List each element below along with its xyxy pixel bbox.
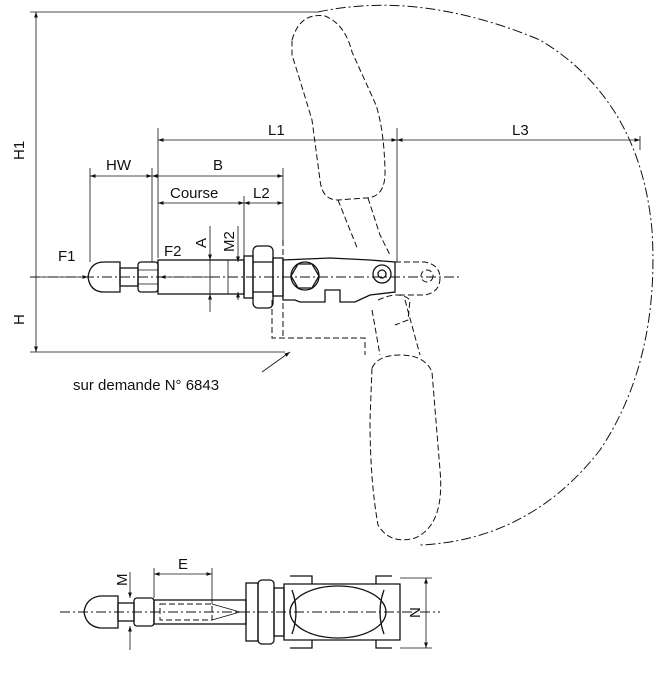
spindle-tip-bottom [83,595,119,629]
label-h: H [11,314,28,325]
label-hw: HW [106,157,132,174]
label-m: M [114,574,131,587]
handle-swing-arc [317,4,654,546]
spindle-tip [87,261,121,293]
label-a: A [193,238,210,248]
label-b: B [213,157,223,174]
label-m2: M2 [221,231,238,252]
handle-grip-top-view [289,585,387,639]
base-plate-outline [271,300,366,355]
hex-nut [290,263,320,289]
label-n: N [407,607,424,618]
label-l2: L2 [253,185,270,202]
note-sur-demande: sur demande N° 6843 [73,377,219,394]
linkage-arm [282,257,396,303]
label-f2: F2 [164,243,182,260]
handle-raised-outline [291,15,386,201]
label-e: E [178,556,188,573]
clamp-body-top-view [283,583,401,641]
label-h1: H1 [11,141,28,160]
label-l3: L3 [512,122,529,139]
label-f1: F1 [58,248,76,265]
handle-lowered-outline [369,354,442,541]
label-l1: L1 [268,122,285,139]
label-course: Course [170,185,218,202]
